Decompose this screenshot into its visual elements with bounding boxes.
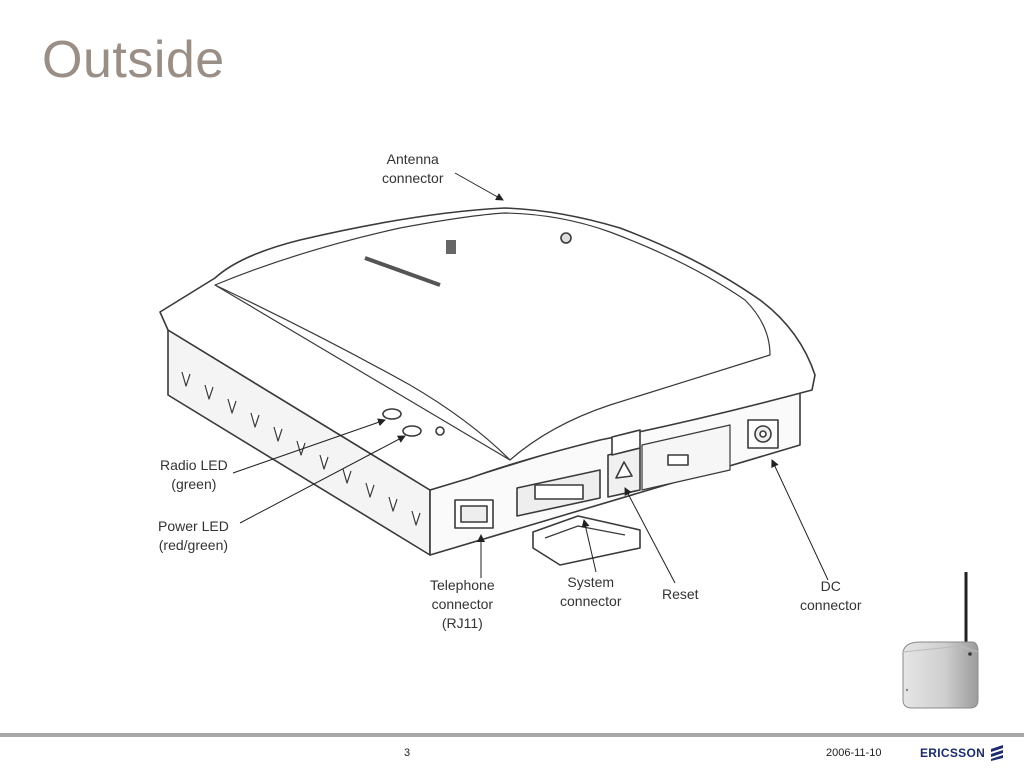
label-line: connector bbox=[560, 593, 622, 609]
base-station-device-icon bbox=[159, 207, 816, 566]
label-telephone-connector: Telephone connector (RJ11) bbox=[430, 576, 495, 633]
label-reset: Reset bbox=[662, 585, 699, 604]
label-line: (green) bbox=[171, 476, 217, 492]
label-line: connector bbox=[431, 596, 494, 612]
label-system-connector: System connector bbox=[560, 573, 621, 611]
label-line: DC bbox=[820, 578, 841, 594]
label-radio-led: Radio LED (green) bbox=[160, 456, 228, 494]
ericsson-logo-icon bbox=[991, 745, 1004, 761]
callout-arrows bbox=[232, 172, 829, 584]
label-line: connector bbox=[800, 597, 862, 613]
label-power-led: Power LED (red/green) bbox=[158, 517, 229, 555]
label-line: Reset bbox=[662, 586, 699, 602]
footer-rule bbox=[0, 733, 1024, 737]
label-line: Antenna bbox=[386, 151, 439, 167]
label-line: (red/green) bbox=[158, 537, 229, 553]
brand-name: ERICSSON bbox=[920, 746, 986, 760]
label-line: Radio LED bbox=[160, 457, 228, 473]
label-line: System bbox=[567, 574, 615, 590]
label-dc-connector: DC connector bbox=[800, 577, 861, 615]
label-antenna-connector: Antenna connector bbox=[382, 150, 443, 188]
label-line: (RJ11) bbox=[441, 615, 483, 631]
footer-date: 2006-11-10 bbox=[826, 747, 882, 759]
label-line: Telephone bbox=[430, 577, 495, 593]
brand-logo: ERICSSON bbox=[920, 744, 1004, 762]
base-station-thumbnail-icon bbox=[902, 572, 979, 709]
label-line: connector bbox=[382, 170, 444, 186]
slide-title: Outside bbox=[42, 31, 225, 89]
label-line: Power LED bbox=[158, 518, 229, 534]
page-number: 3 bbox=[404, 747, 411, 759]
